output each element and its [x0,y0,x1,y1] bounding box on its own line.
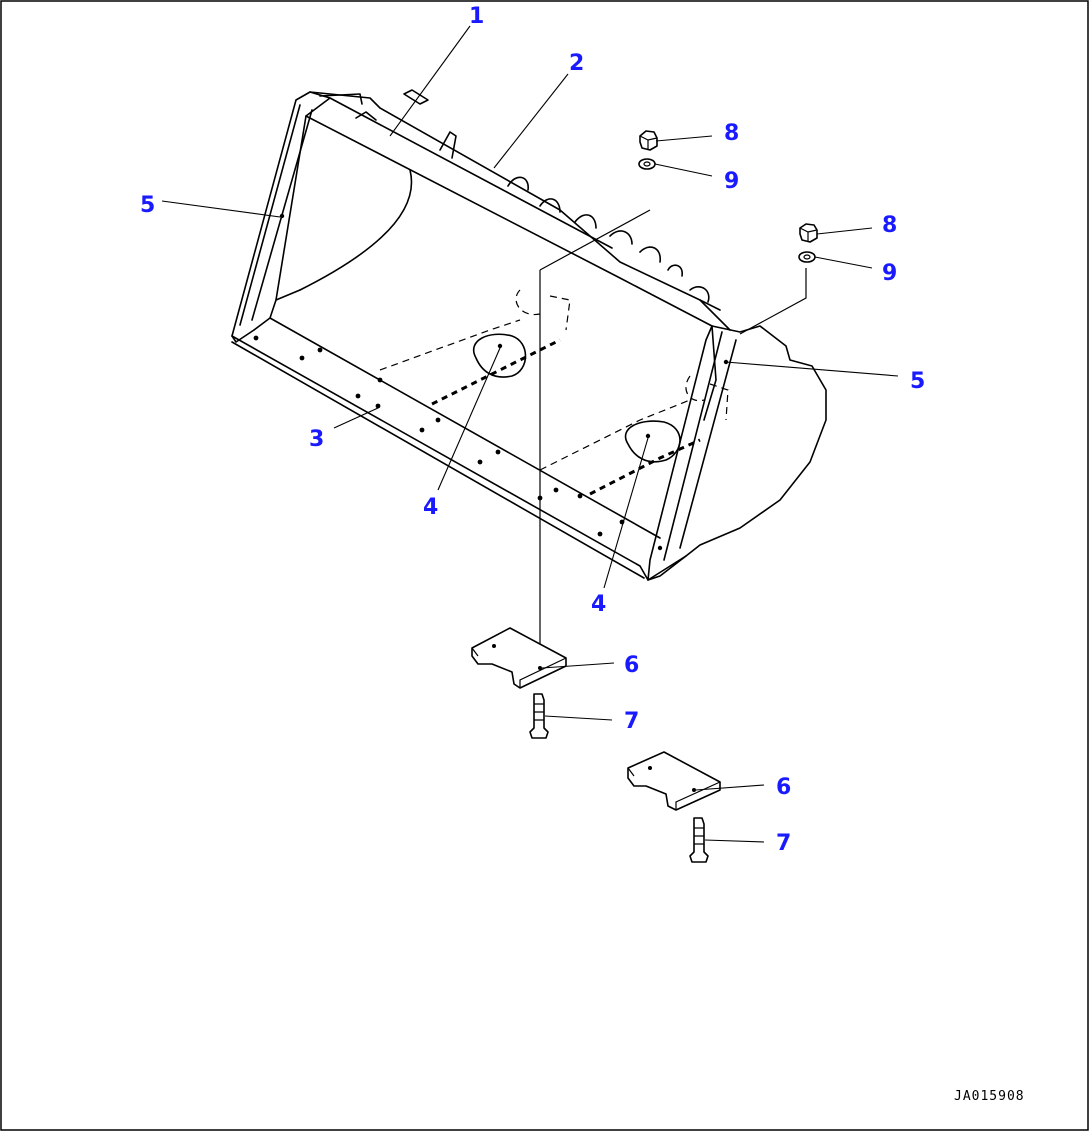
washer-part-9-lower [798,251,816,263]
bolt-part-7-lower [689,817,709,863]
floor-pad-left [473,333,527,378]
callout-5-right: 5 [910,369,925,394]
washer-part-9-upper [638,158,656,170]
drawing-id: JA015908 [954,1089,1025,1104]
nut-part-8-lower [799,223,818,243]
floor-pad-right [624,420,681,463]
callout-6-lower: 6 [776,775,791,800]
callout-4-left: 4 [423,495,438,520]
callout-3: 3 [309,427,324,452]
top-beam [309,91,721,311]
bucket-body [231,89,827,668]
plate-part-6-lower [627,751,721,811]
cutting-edge [231,335,687,581]
callout-1: 1 [469,4,484,29]
marker-part-1 [403,89,429,105]
callout-8-upper: 8 [724,121,739,146]
callout-9-lower: 9 [882,261,897,286]
leader-lines [161,25,899,843]
callout-7-upper: 7 [624,709,639,734]
callout-9-upper: 9 [724,169,739,194]
callout-6-upper: 6 [624,653,639,678]
right-side-plate [685,325,827,557]
plate-part-6-upper [471,627,567,689]
callout-5-left: 5 [140,193,155,218]
back-curve [299,169,413,291]
callout-2: 2 [569,51,584,76]
callout-4-right: 4 [591,592,606,617]
callout-8-lower: 8 [882,213,897,238]
callout-7-lower: 7 [776,831,791,856]
cutting-edge-holes [253,213,729,551]
bolt-part-7-upper [529,693,549,739]
nut-part-8-upper [639,130,658,151]
